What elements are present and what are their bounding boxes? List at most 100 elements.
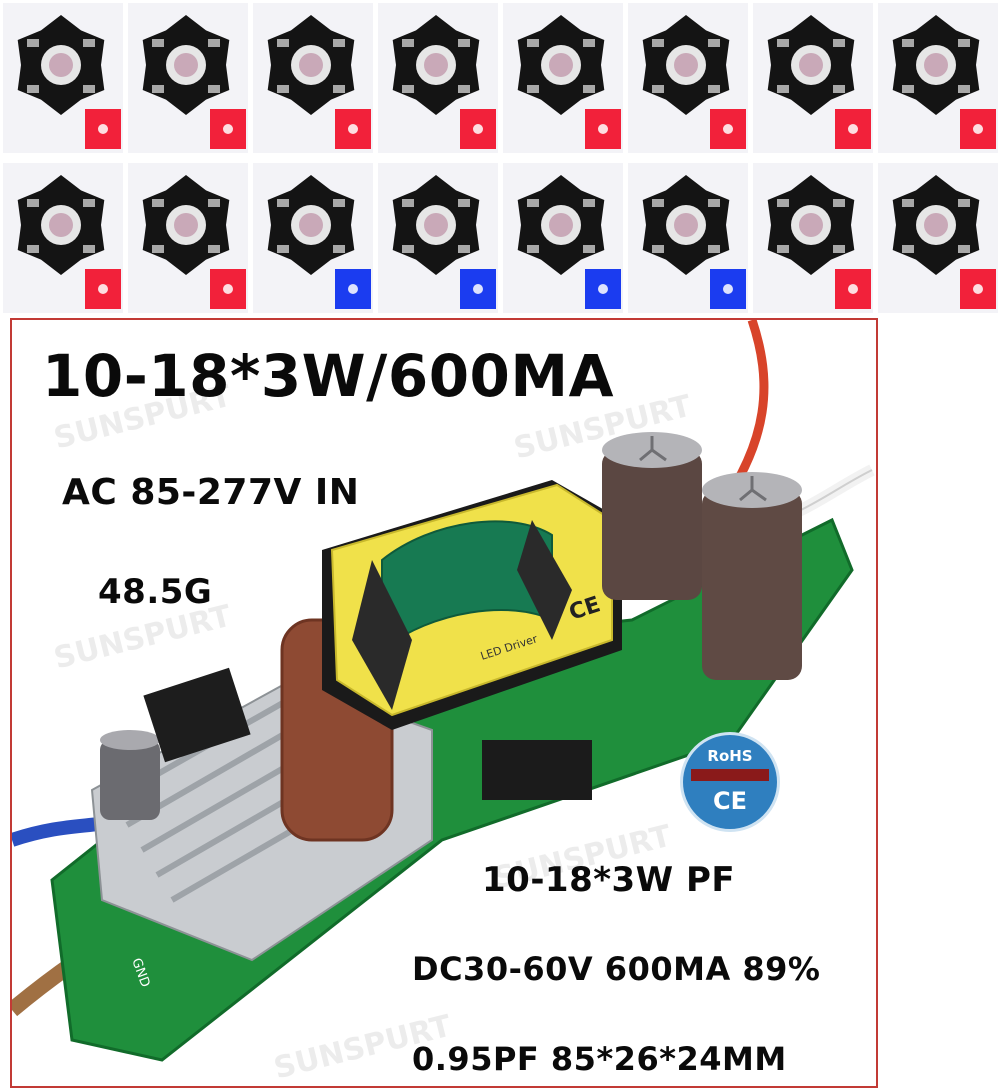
led-chip-tile bbox=[628, 3, 748, 153]
led-lens bbox=[174, 213, 198, 237]
spec-weight: 48.5G bbox=[98, 572, 213, 612]
led-lens bbox=[549, 213, 573, 237]
solder-pad bbox=[583, 245, 595, 253]
spec-dimensions: 0.95PF 85*26*24MM bbox=[412, 1040, 787, 1078]
led-chip-tile bbox=[253, 3, 373, 153]
rohs-ce-badge: RoHS CE bbox=[680, 732, 780, 832]
solder-pad bbox=[458, 245, 470, 253]
solder-pad bbox=[777, 199, 789, 207]
solder-pad bbox=[583, 199, 595, 207]
solder-pad bbox=[902, 245, 914, 253]
solder-pad bbox=[83, 199, 95, 207]
solder-pad bbox=[333, 39, 345, 47]
led-lens bbox=[424, 213, 448, 237]
led-chip-tile bbox=[503, 3, 623, 153]
led-chip-illustration bbox=[267, 15, 371, 149]
light-glow bbox=[973, 284, 983, 294]
solder-pad bbox=[27, 245, 39, 253]
led-lens bbox=[424, 53, 448, 77]
solder-pad bbox=[277, 39, 289, 47]
led-lens bbox=[924, 53, 948, 77]
solder-pad bbox=[458, 199, 470, 207]
solder-pad bbox=[27, 85, 39, 93]
led-lens bbox=[174, 53, 198, 77]
led-chip-tile bbox=[503, 163, 623, 313]
solder-pad bbox=[333, 199, 345, 207]
rohs-label: RoHS bbox=[707, 747, 753, 765]
solder-pad bbox=[958, 85, 970, 93]
solder-pad bbox=[652, 199, 664, 207]
solder-pad bbox=[27, 39, 39, 47]
electrolytic-capacitor-2 bbox=[702, 472, 802, 680]
ic-block bbox=[482, 740, 592, 800]
led-chip-tile bbox=[3, 163, 123, 313]
transformer: LED Driver CE bbox=[322, 480, 622, 730]
led-chip-illustration bbox=[17, 15, 121, 149]
led-lens bbox=[299, 213, 323, 237]
solder-pad bbox=[208, 39, 220, 47]
led-chip-illustration bbox=[17, 175, 121, 309]
led-chip-grid bbox=[0, 0, 1000, 316]
solder-pad bbox=[83, 85, 95, 93]
led-chip-illustration bbox=[767, 15, 871, 149]
solder-pad bbox=[277, 199, 289, 207]
led-lens bbox=[549, 53, 573, 77]
solder-pad bbox=[208, 85, 220, 93]
spec-input-voltage: AC 85-277V IN bbox=[62, 472, 360, 513]
light-glow bbox=[973, 124, 983, 134]
solder-pad bbox=[777, 39, 789, 47]
solder-pad bbox=[708, 245, 720, 253]
led-chip-illustration bbox=[517, 15, 621, 149]
solder-pad bbox=[402, 39, 414, 47]
solder-pad bbox=[402, 199, 414, 207]
ce-mark: CE bbox=[712, 787, 747, 815]
solder-pad bbox=[277, 85, 289, 93]
light-glow bbox=[223, 124, 233, 134]
led-chip-illustration bbox=[892, 15, 996, 149]
led-lens bbox=[49, 213, 73, 237]
led-chip-tile bbox=[253, 163, 373, 313]
led-chip-illustration bbox=[892, 175, 996, 309]
led-chip-illustration bbox=[642, 15, 746, 149]
solder-pad bbox=[583, 85, 595, 93]
led-chip-illustration bbox=[267, 175, 371, 309]
solder-pad bbox=[83, 39, 95, 47]
led-chip-tile bbox=[628, 163, 748, 313]
led-chip-tile bbox=[878, 3, 998, 153]
solder-pad bbox=[402, 245, 414, 253]
light-glow bbox=[598, 124, 608, 134]
led-chip-tile bbox=[878, 163, 998, 313]
led-lens bbox=[49, 53, 73, 77]
light-glow bbox=[473, 284, 483, 294]
solder-pad bbox=[708, 39, 720, 47]
solder-pad bbox=[527, 85, 539, 93]
solder-pad bbox=[527, 39, 539, 47]
led-chip-illustration bbox=[767, 175, 871, 309]
solder-pad bbox=[833, 85, 845, 93]
black-inductor bbox=[143, 667, 251, 763]
spec-output: DC30-60V 600MA 89% bbox=[412, 950, 821, 988]
solder-pad bbox=[527, 245, 539, 253]
solder-pad bbox=[958, 199, 970, 207]
solder-pad bbox=[833, 199, 845, 207]
solder-pad bbox=[27, 199, 39, 207]
solder-pad bbox=[833, 39, 845, 47]
light-glow bbox=[98, 124, 108, 134]
solder-pad bbox=[152, 245, 164, 253]
solder-pad bbox=[402, 85, 414, 93]
solder-pad bbox=[833, 245, 845, 253]
led-chip-tile bbox=[378, 3, 498, 153]
led-chip-illustration bbox=[642, 175, 746, 309]
solder-pad bbox=[902, 39, 914, 47]
light-glow bbox=[723, 284, 733, 294]
solder-pad bbox=[777, 85, 789, 93]
light-glow bbox=[848, 284, 858, 294]
solder-pad bbox=[277, 245, 289, 253]
led-chip-tile bbox=[753, 3, 873, 153]
light-glow bbox=[223, 284, 233, 294]
solder-pad bbox=[777, 245, 789, 253]
solder-pad bbox=[208, 245, 220, 253]
solder-pad bbox=[958, 39, 970, 47]
solder-pad bbox=[152, 39, 164, 47]
solder-pad bbox=[902, 85, 914, 93]
